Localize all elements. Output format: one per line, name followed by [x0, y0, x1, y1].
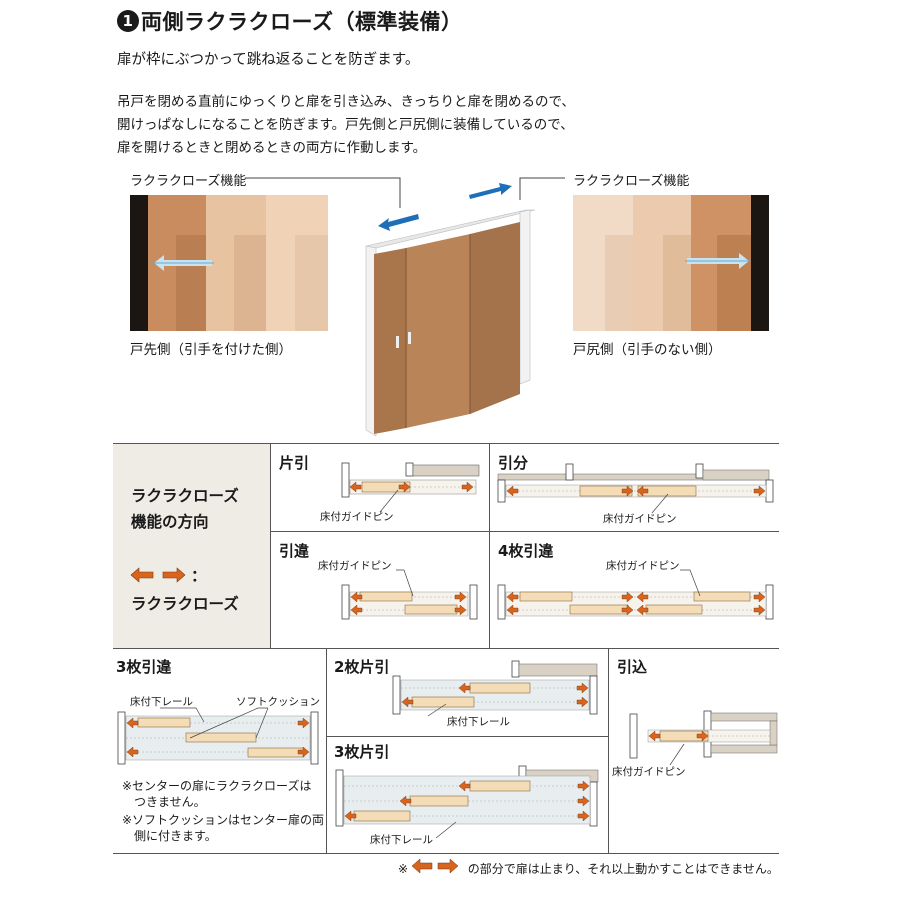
right-photo: [573, 195, 769, 331]
right-caption: 戸尻側（引手のない側）: [573, 342, 722, 358]
description-line: 扉を開けるときと閉めるときの両方に作動します。: [117, 140, 427, 156]
left-caption: 戸先側（引手を付けた側）: [130, 342, 292, 358]
type-2mai-katahiki: 2枚片引: [334, 658, 390, 676]
footer-arrows-icon: [411, 858, 459, 874]
footer-prefix: ※: [398, 862, 409, 876]
door-handle: [408, 332, 411, 344]
katahiki-diagram: [341, 462, 480, 513]
right-feature-label: ラクラクローズ機能: [573, 174, 690, 189]
note-line: 側に付きます。: [134, 829, 217, 843]
type-3mai-katahiki: 3枚片引: [334, 743, 390, 761]
type-hikiwake: 引分: [498, 454, 529, 472]
guide-pin-label: 床付ガイドピン: [318, 560, 392, 572]
note-line: つきません。: [134, 795, 206, 809]
sanmai-chigai-diagram: [117, 707, 319, 765]
description-line: 開けっぱなしになることを防ぎます。戸先側と戸尻側に装備しているので、: [117, 117, 574, 133]
legend-colon: ：: [191, 567, 207, 585]
blue-arrow-icon: [378, 214, 419, 231]
lower-rail-label: 床付下レール: [370, 834, 433, 846]
guide-pin-label: 床付ガイドピン: [320, 511, 394, 523]
hikichigai-diagram: [341, 569, 478, 620]
legend-line: ラクラクローズ: [131, 595, 239, 613]
type-katahiki: 片引: [279, 454, 310, 472]
type-hikikomi: 引込: [617, 658, 648, 676]
guide-pin-label: 床付ガイドピン: [612, 766, 686, 778]
subtitle: 扉が枠にぶつかって跳ね返ることを防ぎます。: [117, 52, 420, 68]
blue-arrow-icon: [469, 183, 512, 199]
door-illustration: [245, 177, 565, 437]
legend-arrows-icon: [130, 567, 186, 583]
legend-line: ラクラクローズ: [131, 487, 239, 505]
note-line: ※センターの扉にラクラクローズは: [122, 779, 312, 793]
description-line: 吊戸を閉める直前にゆっくりと扉を引き込み、きっちりと扉を閉めるので、: [117, 94, 575, 110]
lower-rail-label: 床付下レール: [130, 696, 193, 708]
footer-text: の部分で扉は止まり、それ以上動かすことはできません。: [467, 862, 779, 876]
left-photo: [130, 195, 328, 331]
lower-rail-label: 床付下レール: [447, 716, 510, 728]
guide-pin-label: 床付ガイドピン: [603, 513, 677, 525]
title-text: 両側ラクラクローズ（標準装備）: [141, 10, 463, 34]
legend-box: ラクラクローズ 機能の方向 ： ラクラクローズ: [113, 444, 270, 648]
number-badge: 1: [117, 10, 139, 32]
hikikomi-diagram: [629, 710, 778, 766]
soft-cushion-label: ソフトクッション: [236, 696, 320, 708]
sanmai-katahiki-diagram: [335, 765, 599, 839]
nimai-katahiki-diagram: [392, 660, 598, 717]
type-3mai-hikichigai: 3枚引違: [116, 658, 172, 676]
hikiwake-diagram: [497, 463, 774, 514]
footer-note: ※ の部分で扉は止まり、それ以上動かすことはできません。: [398, 860, 779, 877]
type-hikichigai: 引違: [279, 542, 310, 560]
description: 吊戸を閉める直前にゆっくりと扉を引き込み、きっちりと扉を閉めるので、 開けっぱな…: [117, 91, 575, 160]
note-line: ※ソフトクッションはセンター扉の両: [122, 813, 325, 827]
guide-pin-label: 床付ガイドピン: [606, 560, 680, 572]
yonmai-diagram: [497, 569, 774, 620]
door-handle: [396, 336, 399, 348]
legend-line: 機能の方向: [131, 513, 209, 531]
section-title: 1 両側ラクラクローズ（標準装備）: [117, 6, 462, 36]
type-4mai-hikichigai: 4枚引違: [498, 542, 554, 560]
left-feature-label: ラクラクローズ機能: [130, 174, 247, 189]
